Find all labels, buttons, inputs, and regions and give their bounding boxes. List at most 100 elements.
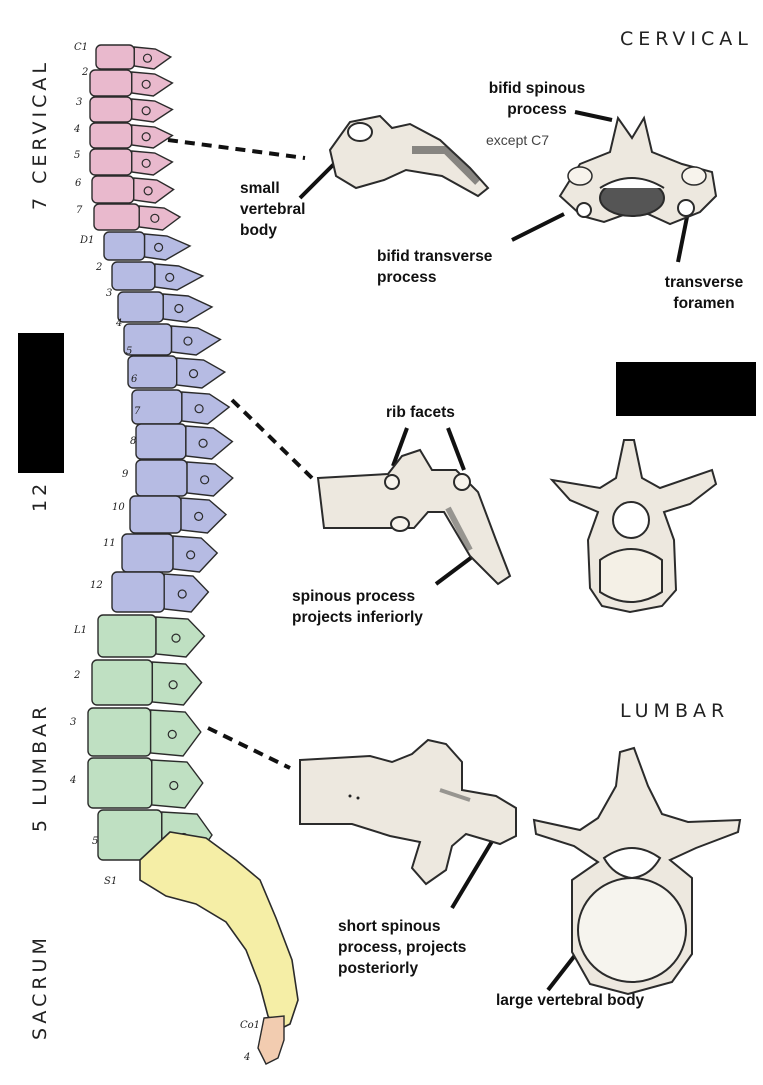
vertebra-number-c4: 4 [74, 124, 81, 135]
bifid-spinous-leader [574, 110, 613, 122]
large-vertebral-body-label: large vertebral body [496, 992, 645, 1009]
short-spinous-process-label: short spinous process, projects posterio… [338, 918, 467, 977]
thoracic-vertebra-body-2 [111, 261, 156, 291]
lumbar-vertebra-body-1 [97, 614, 157, 658]
lumbar-vertebra-superior [532, 746, 742, 996]
vertebra-number-l1: L1 [74, 625, 88, 636]
vertebra-number-l4: 4 [70, 775, 77, 786]
lumbar-vertebra-facet-2 [168, 680, 178, 690]
sacrum-side-label: SACRUM [29, 934, 51, 1040]
cervical-vertebra-superior [558, 115, 718, 226]
cervical-vertebra-process-6 [133, 177, 175, 204]
thoracic-vertebra-process-4 [170, 325, 222, 356]
spinous-process-inferior-label: spinous process projects inferiorly [292, 588, 423, 626]
vertebra-number-d2: 2 [96, 262, 103, 273]
thoracic-vertebra-facet-9 [194, 511, 204, 521]
thoracic-vertebra-process-9 [180, 497, 228, 534]
vertebra-number-l5: 5 [92, 836, 99, 847]
thoracic-vertebra-superior [549, 439, 718, 614]
thoracic-vertebra-facet-3 [174, 303, 184, 314]
cervical-vertebra-body-2 [89, 69, 133, 97]
thoracic-vertebra-process-2 [154, 263, 205, 291]
vertebra-number-co4: 4 [244, 1052, 251, 1063]
thoracic-vertebra-facet-5 [188, 369, 199, 379]
thoracic-vertebra-facet-8 [200, 475, 210, 485]
cervical-dashed-connector [167, 138, 306, 160]
vertebra-number-l3: 3 [70, 717, 77, 728]
cervical-vertebra-process-2 [131, 71, 174, 97]
vertebra-number-d10: 10 [112, 502, 125, 513]
thoracic-vertebra-process-1 [143, 233, 192, 261]
thoracic-vertebra-process-3 [162, 293, 214, 323]
rib-facets-label: rib facets [386, 404, 455, 421]
redacted-thoracic-side-label [18, 333, 64, 473]
vertebra-number-d12: 12 [90, 580, 103, 591]
short-spinous-leader [450, 836, 496, 910]
cervical-vertebra-process-3 [131, 98, 174, 123]
vertebra-number-c5: 5 [74, 150, 81, 161]
cervical-vertebra-facet-3 [141, 106, 151, 116]
cervical-vertebra-body-5 [89, 148, 133, 176]
vertebra-number-c3: 3 [76, 97, 83, 108]
rib-facet-leader-1 [391, 427, 409, 467]
thoracic-vertebra-process-6 [181, 391, 231, 425]
cervical-vertebra-facet-5 [141, 158, 151, 168]
cervical-vertebra-body-1 [95, 44, 135, 70]
cervical-vertebra-facet-6 [143, 186, 153, 196]
thoracic-vertebra-facet-2 [165, 272, 175, 282]
cervical-vertebra-lateral [328, 114, 490, 198]
redacted-thoracic-header [616, 362, 756, 416]
vertebra-number-d1: D1 [80, 235, 95, 246]
thoracic-vertebra-body-10 [121, 533, 174, 573]
cervical-vertebra-facet-4 [141, 132, 151, 142]
cervical-vertebra-body-6 [91, 175, 135, 204]
vertebra-number-d4: 4 [116, 318, 123, 329]
thoracic-vertebra-process-7 [185, 425, 234, 460]
bifid-spinous-process-label: bifid spinous process [488, 80, 586, 118]
transverse-foramen-label: transverse foramen [664, 274, 744, 312]
thoracic-vertebra-process-5 [176, 357, 227, 389]
vertebral-column [87, 44, 299, 1065]
cervical-vertebra-process-4 [131, 124, 174, 149]
rib-facet-leader-2 [446, 427, 466, 471]
cervical-vertebra-facet-1 [142, 53, 153, 63]
thoracic-vertebra-facet-6 [194, 404, 204, 414]
thoracic-vertebra-lateral [316, 448, 512, 586]
vertebra-number-c7: 7 [76, 205, 83, 216]
lumbar-vertebra-lateral [299, 738, 517, 886]
thoracic-vertebra-body-8 [135, 459, 188, 497]
bifid-transverse-leader [511, 212, 565, 242]
vertebra-number-d5: 5 [126, 346, 133, 357]
lumbar-header: LUMBAR [620, 700, 730, 722]
thoracic-vertebra-process-8 [186, 461, 234, 497]
cervical-header: CERVICAL [620, 28, 753, 50]
cervical-side-label: 7 CERVICAL [29, 58, 51, 210]
transverse-foramen-leader [676, 211, 690, 263]
vertebra-number-s1: S1 [104, 876, 118, 887]
thoracic-vertebra-facet-11 [177, 589, 187, 599]
lumbar-side-label: 5 LUMBAR [29, 702, 51, 832]
except-c7-note: except C7 [486, 132, 550, 148]
cervical-vertebra-body-4 [89, 122, 133, 149]
cervical-vertebra-process-7 [138, 205, 182, 231]
vertebra-number-d9: 9 [122, 469, 129, 480]
thoracic-vertebra-body-11 [111, 571, 165, 613]
cervical-vertebra-process-5 [131, 150, 174, 176]
vertebra-number-c1: C1 [74, 42, 89, 53]
coccyx [257, 1015, 285, 1065]
thoracic-vertebra-facet-4 [183, 336, 193, 346]
thoracic-vertebra-body-9 [129, 495, 182, 534]
vertebra-number-co1: Co1 [240, 1020, 261, 1031]
vertebra-number-d8: 8 [130, 436, 137, 447]
vertebra-number-d7: 7 [134, 406, 141, 417]
thoracic-vertebra-body-1 [103, 231, 146, 261]
cervical-vertebra-process-1 [133, 46, 173, 70]
lumbar-vertebra-facet-4 [169, 780, 179, 791]
thoracic-dashed-connector [230, 398, 314, 480]
bifid-transverse-process-label: bifid transverse process [377, 248, 493, 286]
vertebra-number-d11: 11 [103, 538, 116, 549]
lumbar-vertebra-facet-1 [171, 633, 181, 643]
lumbar-vertebra-body-2 [91, 659, 154, 706]
